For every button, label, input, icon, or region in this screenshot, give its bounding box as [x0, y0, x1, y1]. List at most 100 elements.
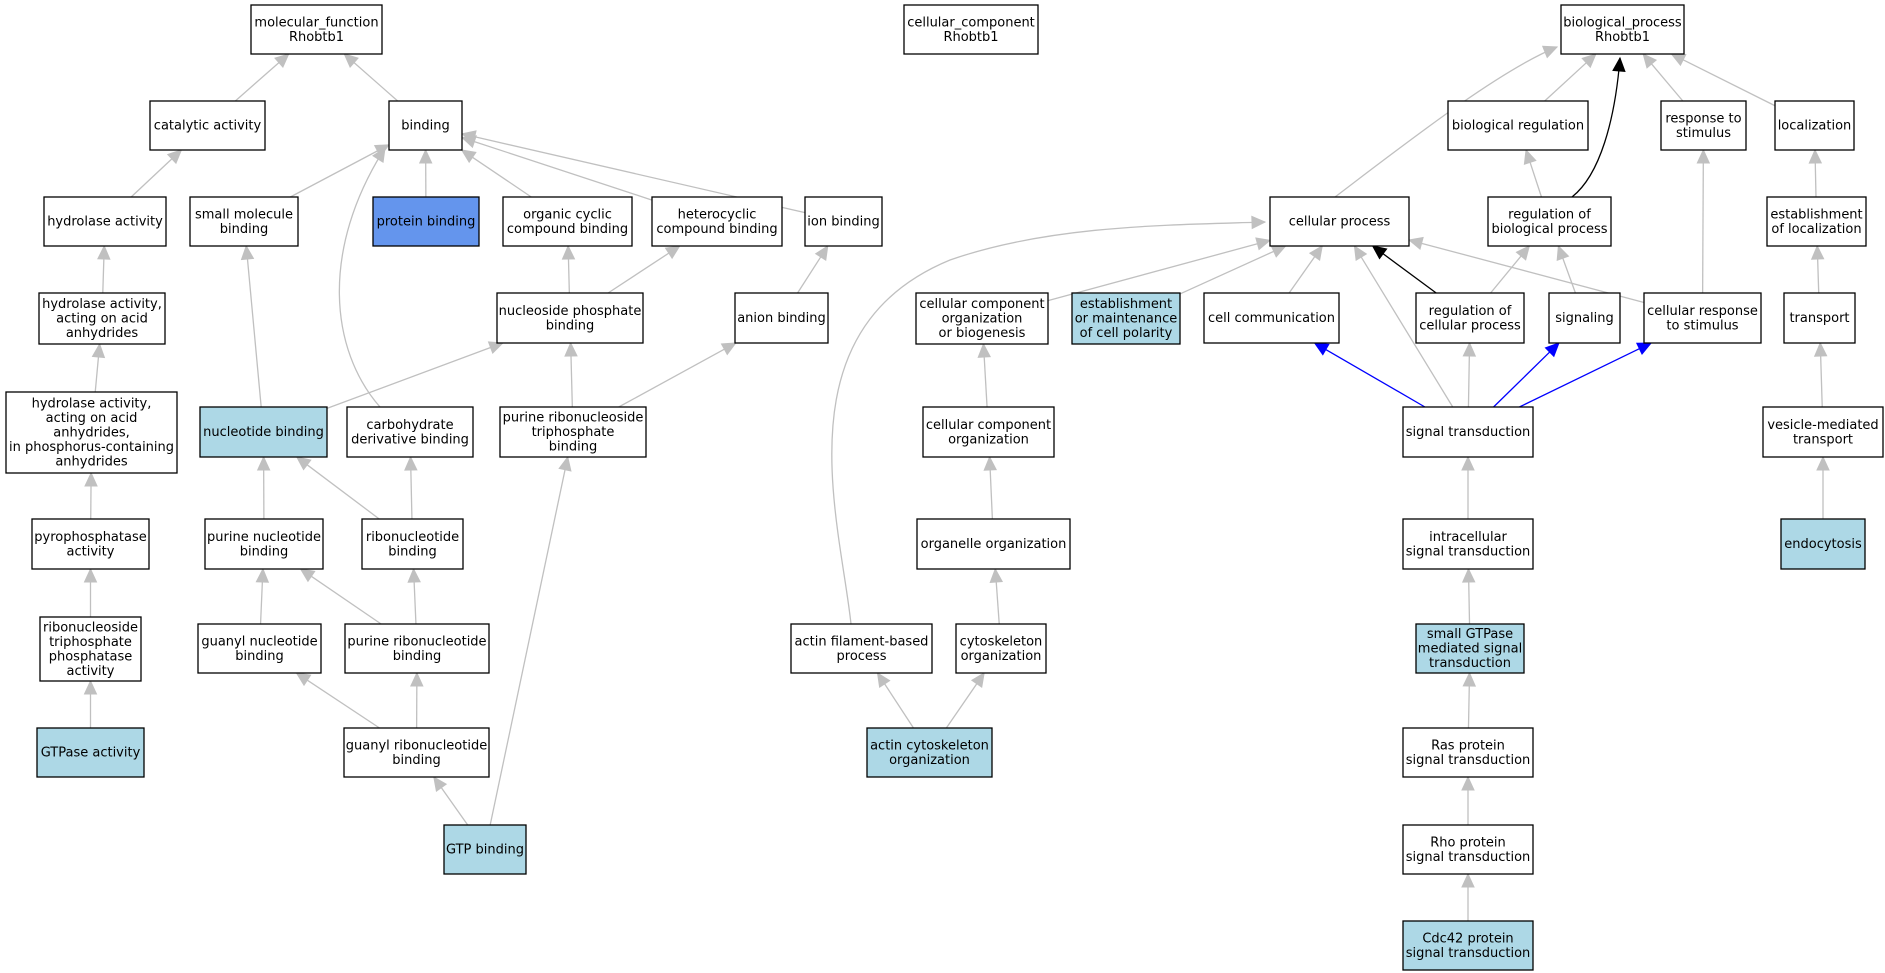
go-term-node-gtpbind[interactable]: GTP binding: [443, 824, 527, 875]
go-term-box[interactable]: [1447, 100, 1589, 151]
go-term-box[interactable]: [5, 391, 178, 474]
go-term-box[interactable]: [1402, 518, 1534, 570]
go-term-box[interactable]: [344, 623, 490, 674]
go-term-box[interactable]: [790, 623, 933, 674]
go-term-node-transport[interactable]: transport: [1783, 292, 1856, 344]
go-term-node-hydphos[interactable]: hydrolase activity,acting on acidanhydri…: [5, 391, 178, 474]
go-term-box[interactable]: [499, 406, 647, 458]
go-term-box[interactable]: [1783, 292, 1856, 344]
go-term-box[interactable]: [1402, 920, 1534, 971]
go-term-node-hydacid[interactable]: hydrolase activity,acting on acidanhydri…: [38, 292, 166, 345]
go-term-box[interactable]: [388, 100, 463, 151]
go-term-box[interactable]: [250, 4, 383, 55]
go-term-box[interactable]: [361, 518, 464, 570]
go-term-node-catalytic[interactable]: catalytic activity: [149, 100, 266, 151]
go-term-box[interactable]: [199, 406, 328, 458]
go-term-node-cellcomm[interactable]: cell communication: [1203, 292, 1340, 344]
go-term-box[interactable]: [866, 727, 993, 778]
go-term-box[interactable]: [1766, 196, 1867, 247]
go-term-box[interactable]: [1548, 292, 1621, 344]
go-term-box[interactable]: [1269, 196, 1410, 247]
go-term-box[interactable]: [346, 406, 474, 458]
go-term-box[interactable]: [804, 196, 883, 247]
go-term-node-sigtrans[interactable]: signal transduction: [1402, 406, 1534, 458]
go-term-box[interactable]: [1402, 406, 1534, 458]
go-term-node-organelle[interactable]: organelle organization: [916, 518, 1071, 570]
go-term-node-binding[interactable]: binding: [388, 100, 463, 151]
go-term-box[interactable]: [43, 196, 167, 247]
go-term-box[interactable]: [1780, 518, 1866, 570]
go-term-node-cellproc[interactable]: cellular process: [1269, 196, 1410, 247]
go-term-box[interactable]: [204, 518, 324, 570]
go-term-box[interactable]: [39, 616, 142, 682]
go-term-box[interactable]: [1643, 292, 1762, 344]
go-term-box[interactable]: [1203, 292, 1340, 344]
go-term-box[interactable]: [1402, 824, 1534, 875]
go-term-box[interactable]: [31, 518, 150, 570]
go-term-node-anion[interactable]: anion binding: [734, 292, 829, 344]
go-term-box[interactable]: [189, 196, 299, 247]
go-term-node-signaling[interactable]: signaling: [1548, 292, 1621, 344]
go-term-box[interactable]: [1402, 727, 1534, 778]
go-term-box[interactable]: [343, 727, 490, 778]
go-term-box[interactable]: [915, 292, 1049, 345]
go-term-node-endo[interactable]: endocytosis: [1780, 518, 1866, 570]
go-term-box[interactable]: [1560, 4, 1685, 55]
go-term-box[interactable]: [197, 623, 322, 674]
go-term-box[interactable]: [36, 727, 145, 778]
go-term-node-protbind[interactable]: protein binding: [372, 196, 480, 247]
go-term-box[interactable]: [38, 292, 166, 345]
go-term-box[interactable]: [1762, 406, 1884, 458]
go-term-box[interactable]: [372, 196, 480, 247]
go-term-box[interactable]: [502, 196, 633, 247]
go-term-box[interactable]: [903, 4, 1039, 55]
go-term-box[interactable]: [149, 100, 266, 151]
go-term-node-rnstpa[interactable]: ribonucleosidetriphosphatephosphataseact…: [39, 616, 142, 682]
go-term-node-ionbind[interactable]: ion binding: [804, 196, 883, 247]
go-term-node-gtpase[interactable]: GTPase activity: [36, 727, 145, 778]
go-term-box[interactable]: [1774, 100, 1855, 151]
go-term-box[interactable]: [734, 292, 829, 344]
go-term-node-bioreg[interactable]: biological regulation: [1447, 100, 1589, 151]
go-term-box[interactable]: [1071, 292, 1181, 345]
go-term-box[interactable]: [1415, 623, 1525, 674]
go-term-node-localization[interactable]: localization: [1774, 100, 1855, 151]
go-term-box[interactable]: [651, 196, 783, 247]
go-term-box[interactable]: [1660, 100, 1747, 151]
go-term-box[interactable]: [916, 518, 1071, 570]
go-term-node-nucbind[interactable]: nucleotide binding: [199, 406, 328, 458]
go-term-box[interactable]: [1487, 196, 1612, 247]
